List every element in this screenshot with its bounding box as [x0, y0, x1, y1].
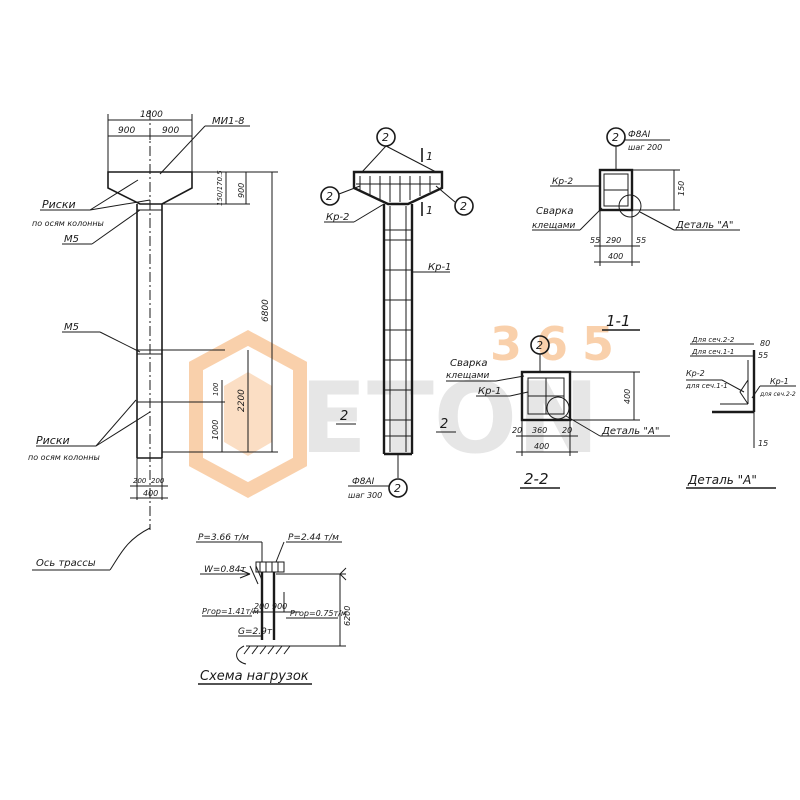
section-top-dim-55a: 55: [590, 236, 600, 245]
load-p-hor-right: Ргор=0.75т/м: [290, 609, 347, 618]
load-scheme: Р=3.66 т/м Р=2.44 т/м W=0.84т 200 900 Рг…: [196, 533, 352, 685]
section-top-dim-400: 400: [608, 252, 623, 261]
detail-dim-55: 55: [758, 351, 768, 360]
section-top-weld-sub: клещами: [532, 221, 576, 231]
load-dim-6200: 6200: [343, 606, 352, 626]
detail-a-view: Для сеч.2-2 Для сеч.1-1 80 55 Кр-2 для с…: [685, 336, 796, 489]
section-top-detail: Деталь "А": [675, 220, 733, 231]
label-m5-mid: М5: [64, 322, 79, 333]
section-22-view: 2 Сварка клещами Кр-1 Деталь "А" 400 20 …: [446, 335, 670, 489]
section-top-dim-h: 150: [677, 181, 686, 196]
dim-900-left: 900: [118, 126, 135, 136]
section-11-label: 1-1: [606, 312, 631, 330]
dim-6800: 6800: [261, 299, 271, 322]
load-p-hor-left: Ргор=1.41т/м: [202, 607, 259, 616]
section-22-kr1: Кр-1: [478, 386, 501, 397]
section-top-label-2: шаг 200: [628, 143, 662, 152]
dim-900-right: 900: [162, 126, 179, 136]
section-22-title: 2-2: [524, 470, 549, 488]
reinforcement-view: 2 2 2 1 1 Кр-2 Кр-1 2 2 2 Ф8АI шаг 300: [320, 127, 474, 500]
dim-head-small: 150/170.5: [216, 170, 224, 206]
dim-base-left: 200: [133, 477, 147, 485]
section-mark-bottom: 1: [426, 204, 433, 217]
section-22-dim-360: 360: [532, 426, 547, 435]
rebar-bottom-step: шаг 300: [348, 491, 382, 500]
dim-head: 900: [237, 183, 246, 198]
dim-2200: 2200: [237, 389, 247, 412]
rebar-label-2-left: 2: [340, 409, 348, 424]
section-top-dim-290: 290: [606, 236, 621, 245]
rebar-circle-left: 2: [326, 190, 333, 203]
rebar-circle-right: 2: [460, 200, 467, 213]
rebar-circle-top: 2: [382, 131, 389, 144]
detail-kr2: Кр-2: [686, 369, 705, 378]
column-mark: МИ1-8: [212, 116, 244, 127]
section-top-circle: 2: [612, 131, 619, 144]
dim-1800: 1800: [140, 110, 163, 120]
label-risk-top: Риски: [42, 198, 76, 211]
section-top-kr2: Кр-2: [552, 177, 573, 187]
section-22-dim-400v: 400: [623, 389, 632, 404]
detail-label-2: Для сеч.1-1: [691, 348, 734, 356]
detail-kr1-sub: для сеч.2-2: [759, 391, 796, 398]
section-top-view: 2 Ф8АI шаг 200 Кр-2 Сварка клещами Детал…: [532, 127, 740, 266]
label-m5-top: М5: [64, 234, 79, 245]
load-p-left: Р=3.66 т/м: [198, 533, 249, 543]
section-22-dim-20b: 20: [562, 426, 572, 435]
section-22-weld-sub: клещами: [446, 371, 490, 381]
section-22-dim-20a: 20: [512, 426, 522, 435]
rebar-bottom-label: Ф8АI: [352, 477, 375, 487]
section-22-dim-400: 400: [534, 442, 549, 451]
section-top-dim-55b: 55: [636, 236, 646, 245]
detail-kr1: Кр-1: [770, 377, 789, 386]
section-top-label-1: Ф8АI: [628, 130, 651, 140]
load-g: G=2.9т: [238, 627, 273, 637]
load-dim-200: 200: [254, 602, 269, 611]
detail-kr2-sub: для сеч.1-1: [685, 382, 728, 390]
detail-title: Деталь "А": [687, 473, 757, 487]
rebar-label-kr1: Кр-1: [428, 262, 451, 273]
load-w: W=0.84т: [204, 565, 246, 575]
label-risk-bottom-sub: по осям колонны: [28, 453, 100, 462]
section-mark-top: 1: [426, 150, 433, 163]
dim-100: 100: [212, 382, 220, 396]
dim-base: 400: [143, 489, 158, 498]
section-11-title: 1-1: [602, 312, 640, 331]
section-22-detail: Деталь "А": [601, 426, 659, 437]
dim-1000: 1000: [211, 420, 220, 440]
watermark-number: 365: [490, 317, 628, 371]
load-p-right: Р=2.44 т/м: [288, 533, 339, 543]
section-22-weld: Сварка: [450, 358, 488, 369]
load-title: Схема нагрузок: [200, 669, 309, 684]
label-risk-bottom: Риски: [36, 434, 70, 447]
detail-dim-80: 80: [760, 339, 770, 348]
dim-base-right: 200: [151, 477, 165, 485]
rebar-circle-bottom: 2: [394, 482, 401, 495]
rebar-label-2-right: 2: [440, 417, 448, 432]
label-risk-top-sub: по осям колонны: [32, 219, 104, 228]
column-elevation: 1800 900 900 МИ1-8 900 150/170.5 6800 22…: [28, 110, 278, 571]
label-axis: Ось трассы: [36, 558, 96, 569]
section-top-weld: Сварка: [536, 206, 574, 217]
section-22-circle: 2: [536, 339, 543, 352]
load-dim-900: 900: [272, 602, 287, 611]
rebar-label-kr2: Кр-2: [326, 212, 349, 223]
detail-label-1: Для сеч.2-2: [691, 336, 735, 344]
detail-dim-15: 15: [758, 439, 768, 448]
